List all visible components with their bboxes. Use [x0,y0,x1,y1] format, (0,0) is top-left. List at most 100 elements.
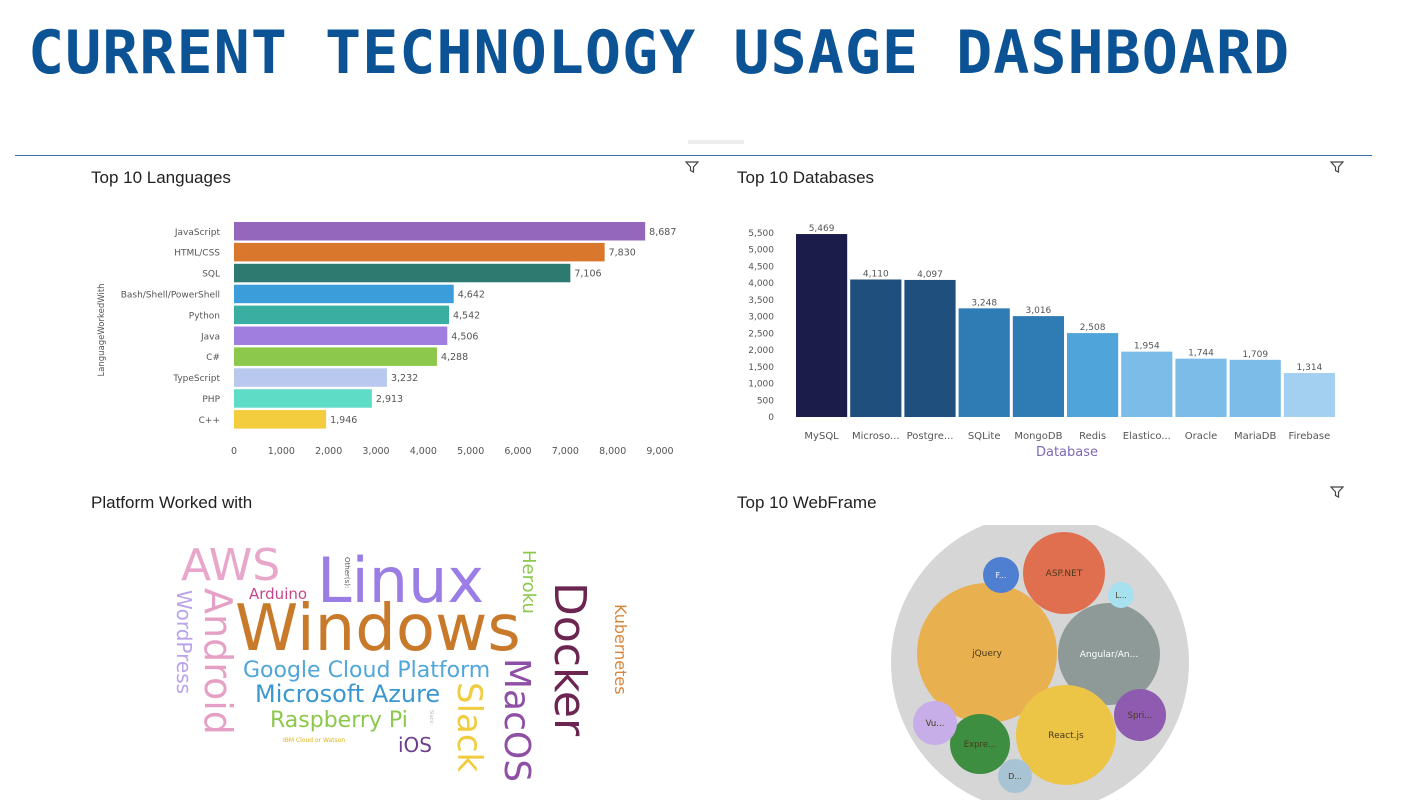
word-cloud-word: Kubernetes [611,604,630,695]
word-cloud-word: Google Cloud Platform [243,658,490,683]
database-category-label: SQLite [968,431,1001,442]
bubble-label: Vu... [926,719,945,729]
bubble [1016,685,1116,785]
bubble-label: D... [1008,772,1022,781]
word-cloud-word: iOS [398,733,432,757]
language-value-label: 3,232 [391,373,418,384]
bubble [983,557,1019,593]
database-category-label: Postgre... [907,431,954,442]
language-value-label: 8,687 [649,227,676,238]
language-x-tick: 6,000 [504,446,531,457]
database-bar [1229,359,1281,417]
language-x-tick: 1,000 [268,446,295,457]
database-value-label: 3,248 [971,298,997,308]
database-y-tick: 1,000 [748,380,774,390]
bubble [1023,532,1105,614]
page-title-text: CURRENT TECHNOLOGY USAGE DASHBOARD [28,18,1291,88]
language-x-tick: 0 [231,446,237,457]
database-bar [1121,351,1173,417]
language-bar [234,389,372,408]
language-category-label: HTML/CSS [174,249,220,259]
databases-bar-chart: 05001,0001,5002,0002,5003,0003,5004,0004… [748,224,1335,460]
database-y-tick: 0 [768,413,774,423]
database-category-label: Redis [1079,431,1106,442]
language-bar [234,284,454,304]
word-cloud-word: Microsoft Azure [255,680,440,708]
language-category-label: PHP [202,395,220,405]
bubble [1058,603,1160,705]
database-y-tick: 4,000 [748,279,774,289]
language-category-label: SQL [202,270,220,280]
language-category-label: Python [189,311,220,321]
word-cloud-word: Windows [235,592,521,666]
language-value-label: 7,830 [609,248,636,259]
language-x-tick: 8,000 [599,446,626,457]
word-cloud-word: IBM Cloud or Watson [283,737,345,744]
database-bar [1012,316,1064,417]
database-bar [1067,333,1119,417]
language-x-tick: 7,000 [552,446,579,457]
database-y-tick: 2,500 [748,329,774,339]
database-bar [904,279,956,417]
webframes-panel-title: Top 10 WebFrame [737,493,877,512]
page-title: CURRENT TECHNOLOGY USAGE DASHBOARD [28,18,1290,88]
database-bar [1175,358,1227,417]
bubble-label: Angular/An... [1080,650,1138,660]
word-cloud-word: MacOS [496,658,537,782]
database-bar [1283,373,1335,417]
database-y-tick: 3,500 [748,296,774,306]
bubble-label: jQuery [971,649,1003,659]
word-cloud-word: Android [196,588,240,735]
database-value-label: 1,709 [1242,350,1268,360]
filter-icon[interactable] [685,161,699,173]
bubble-label: L... [1115,591,1126,600]
word-cloud-word: Slack [449,682,489,773]
language-category-label: JavaScript [174,228,221,238]
language-value-label: 7,106 [574,269,601,280]
database-category-label: MariaDB [1234,431,1276,442]
word-cloud-word: WordPress [172,590,196,694]
filter-icon[interactable] [1330,161,1344,173]
database-y-tick: 3,000 [748,313,774,323]
language-category-label: Bash/Shell/PowerShell [121,290,220,300]
word-cloud-word: Arduino [249,585,307,603]
platforms-panel-title: Platform Worked with [91,493,253,512]
language-x-tick: 2,000 [315,446,342,457]
database-value-label: 4,110 [863,270,889,280]
database-value-label: 1,314 [1297,363,1323,373]
database-y-tick: 500 [757,396,774,406]
database-value-label: 5,469 [809,224,835,234]
database-y-tick: 2,000 [748,346,774,356]
language-value-label: 2,913 [376,394,403,405]
language-category-label: Java [200,332,220,342]
language-bar [234,305,449,325]
bubble [913,701,957,745]
word-cloud-word: Linux [317,544,484,617]
database-y-tick: 5,000 [748,246,774,256]
language-y-axis-label: LanguageWorkedWith [97,283,107,376]
language-bar [234,222,646,241]
language-value-label: 4,288 [441,352,468,363]
database-category-label: Oracle [1185,431,1218,442]
database-bar [850,279,902,417]
bubble-label: ASP.NET [1046,569,1083,579]
database-bar [958,308,1010,417]
database-value-label: 1,954 [1134,342,1160,352]
database-x-axis-label: Database [1036,445,1098,460]
word-cloud-word: AWS [181,540,280,591]
language-x-tick: 5,000 [457,446,484,457]
database-category-label: MySQL [804,431,839,442]
database-category-label: MongoDB [1014,431,1062,442]
database-bar [796,234,848,417]
language-value-label: 4,642 [458,289,485,300]
language-bar [234,347,437,366]
filter-icon[interactable] [1330,486,1344,498]
bubble [1114,689,1166,741]
bubble-label: React.js [1048,731,1084,741]
bubble [998,759,1032,793]
database-y-tick: 4,500 [748,262,774,272]
bubble-label: F... [996,571,1007,580]
